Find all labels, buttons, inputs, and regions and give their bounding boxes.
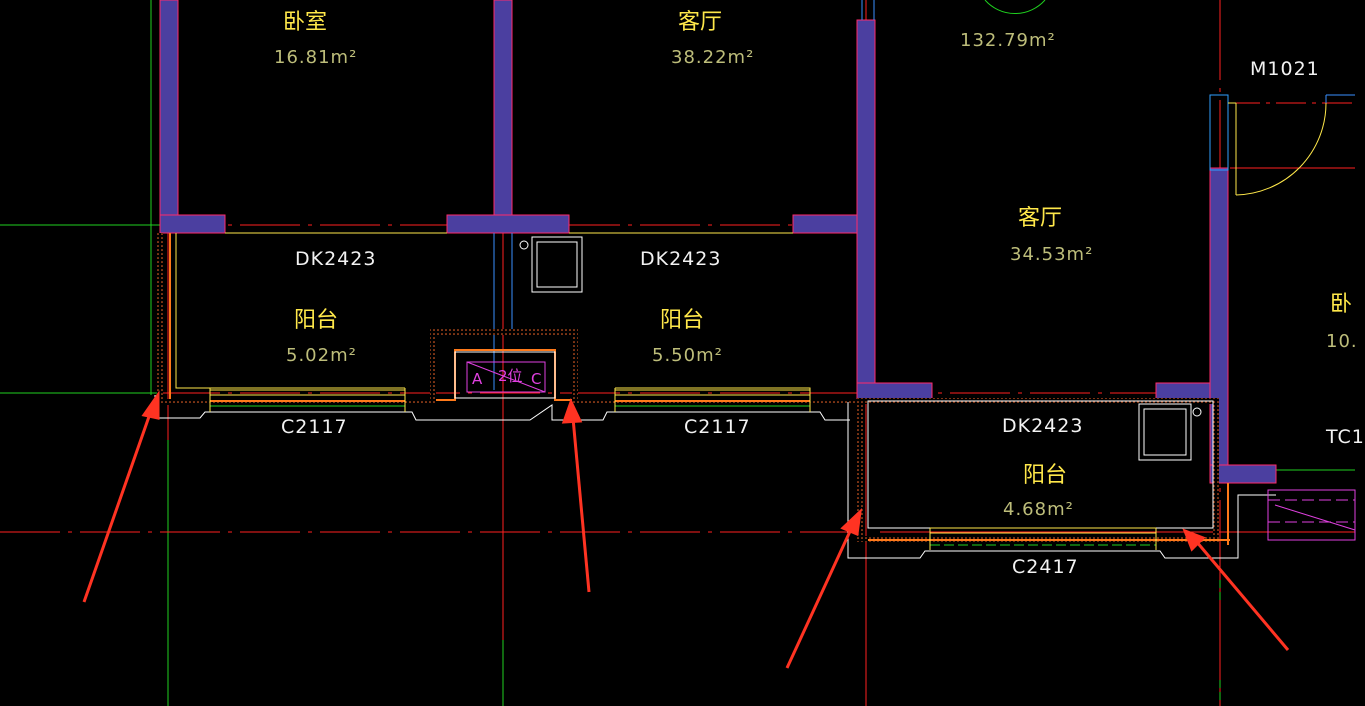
- balcony-right-name: 阳台: [1023, 463, 1068, 488]
- annotation-arrows: [82, 390, 1290, 669]
- arrow-mid: [571, 417, 591, 593]
- arrow-right-b: [1194, 540, 1290, 651]
- ac-unit-left-mark: A: [472, 370, 483, 388]
- ac-unit-right-mark: C: [531, 370, 542, 388]
- balcony-mid-name: 阳台: [660, 308, 705, 333]
- stair-structure: [1267, 489, 1356, 541]
- room-area-living-top: 38.22m²: [671, 47, 755, 68]
- ac-unit-center-mark: 2位: [498, 367, 523, 385]
- room-area-hall-top: 132.79m²: [960, 30, 1056, 51]
- room-name-living-right: 客厅: [1018, 206, 1063, 231]
- room-area-bedroom-edge: 10.: [1326, 331, 1358, 352]
- arrow-left: [82, 407, 154, 603]
- arrow-right-a: [785, 526, 854, 669]
- tc-code-edge: TC1: [1326, 426, 1365, 448]
- balcony-mid-code: DK2423: [640, 248, 722, 270]
- room-name-bedroom-edge: 卧: [1330, 292, 1353, 317]
- window-left-code: C2117: [281, 416, 348, 438]
- walls: [159, 0, 1277, 484]
- balcony-left-area: 5.02m²: [286, 345, 357, 366]
- balcony-right-code: DK2423: [1002, 415, 1084, 437]
- room-name-living-top: 客厅: [678, 10, 723, 35]
- ac-unit-box: [454, 351, 556, 399]
- balcony-right-area: 4.68m²: [1003, 499, 1074, 520]
- balcony-mid-area: 5.50m²: [652, 345, 723, 366]
- washing-machine-symbols: [519, 236, 1202, 461]
- room-name-bedroom: 卧室: [283, 10, 328, 35]
- balcony-left-code: DK2423: [295, 248, 377, 270]
- balcony-right-outline: [847, 398, 1276, 559]
- window-mid-code: C2117: [684, 416, 751, 438]
- door-code: M1021: [1250, 58, 1320, 80]
- door-swing: [984, 0, 1327, 196]
- balcony-left-name: 阳台: [294, 308, 339, 333]
- window-right-code: C2417: [1012, 556, 1079, 578]
- room-area-living-right: 34.53m²: [1010, 244, 1094, 265]
- room-area-bedroom: 16.81m²: [274, 47, 358, 68]
- partition-lines: [493, 0, 1355, 390]
- window-frames: [209, 388, 811, 412]
